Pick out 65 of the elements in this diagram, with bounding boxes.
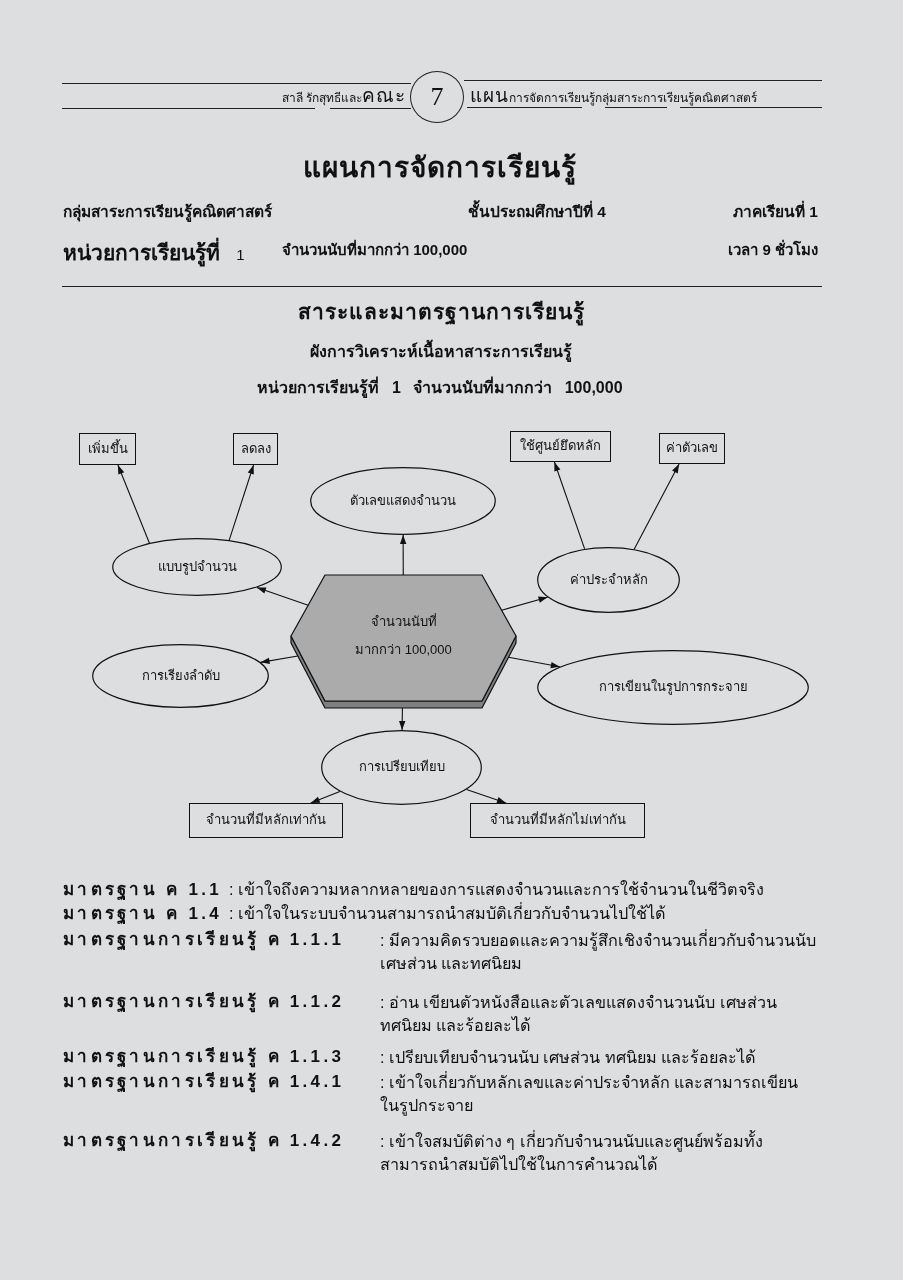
arrow bbox=[399, 534, 407, 576]
topic-box bbox=[510, 431, 611, 462]
topic-box bbox=[659, 433, 725, 464]
arrow bbox=[260, 655, 299, 664]
arrow bbox=[256, 587, 309, 606]
arrow bbox=[466, 789, 507, 804]
running-head: แผนการจัดการเรียนรู้กลุ่มสาระการเรียนรู้คณิตศาสตร์ bbox=[470, 88, 757, 104]
node-text: เพิ่มขึ้น bbox=[87, 440, 128, 458]
arrow bbox=[553, 461, 586, 550]
arrow bbox=[399, 707, 406, 731]
chart-subheading: หน่วยการเรียนรู้ที่ 1 จำนวนนับที่มากกว่า 100,000 bbox=[257, 377, 623, 399]
standard-code: มาตรฐานการเรียนรู้ ค 1.4.1 bbox=[63, 1070, 345, 1094]
topic-ellipse bbox=[321, 730, 482, 805]
standard-description: : เข้าใจถึงความหลากหลายของการแสดงจำนวนและการใช้จำนวนในชีวิตจริง bbox=[229, 879, 764, 901]
node-text: ตัวเลขแสดงจำนวน bbox=[350, 492, 456, 510]
topic-ellipse bbox=[537, 547, 680, 613]
unit-heading: หน่วยการเรียนรู้ที่ 1 bbox=[63, 239, 245, 267]
grade-text: ชั้นประถมศึกษาปีที่ 4 bbox=[468, 201, 606, 222]
standard-description: : เข้าใจในระบบจำนวนสามารถนำสมบัติเกี่ยวกับจำนวนไปใช้ได้ bbox=[229, 903, 666, 925]
standard-description: : เปรียบเทียบจำนวนนับ เศษส่วน ทศนิยม และร้อยละได้ bbox=[380, 1046, 758, 1068]
topic-box bbox=[79, 433, 136, 465]
time-text: เวลา 9 ชั่วโมง bbox=[728, 240, 818, 260]
topic-box bbox=[470, 803, 645, 838]
arrow bbox=[501, 596, 549, 611]
standard-code: มาตรฐานการเรียนรู้ ค 1.1.1 bbox=[63, 928, 345, 952]
section-heading: สาระและมาตรฐานการเรียนรู้ bbox=[297, 299, 585, 326]
standard-code: มาตรฐาน ค 1.1 bbox=[63, 878, 222, 902]
semester-text: ภาคเรียนที่ 1 bbox=[733, 201, 818, 222]
node-text: การเขียนในรูปการกระจาย bbox=[598, 679, 748, 696]
topic-ellipse bbox=[310, 467, 496, 535]
node-text: จำนวนนับที่ มากกว่า 100,000 bbox=[354, 612, 453, 659]
topic-box bbox=[233, 433, 278, 465]
node-text: การเรียงลำดับ bbox=[141, 667, 220, 685]
central-hexagon bbox=[291, 575, 516, 708]
node-text: ใช้ศูนย์ยึดหลัก bbox=[520, 438, 601, 455]
node-text: จำนวนที่มีหลักไม่เท่ากัน bbox=[489, 812, 626, 829]
standard-description: : เข้าใจเกี่ยวกับหลักเลขและค่าประจำหลัก และสามารถเขียนในรูปกระจาย bbox=[380, 1070, 800, 1117]
node-text: ค่าประจำหลัก bbox=[569, 571, 648, 589]
chart-heading: ผังการวิเคราะห์เนื้อหาสาระการเรียนรู้ bbox=[310, 341, 572, 363]
node-text: การเปรียบเทียบ bbox=[358, 759, 445, 776]
standard-description: : เข้าใจสมบัติต่าง ๆ เกี่ยวกับจำนวนนับและศูนย์พร้อมทั้งสามารถนำสมบัติไปใช้ในการคำนวณได้ bbox=[380, 1129, 764, 1175]
arrow bbox=[117, 464, 150, 544]
page-title: แผนการจัดการเรียนรู้ bbox=[303, 150, 577, 187]
arrow bbox=[228, 464, 255, 541]
node-text: แบบรูปจำนวน bbox=[157, 558, 237, 576]
node-text: จำนวนที่มีหลักเท่ากัน bbox=[206, 812, 326, 829]
running-head: สาลี รักสุทธีและคณะ bbox=[281, 88, 406, 104]
arrow bbox=[633, 463, 680, 550]
standard-description: : มีความคิดรวบยอดและความรู้สึกเชิงจำนวนเกี่ยวกับจำนวนนับ เศษส่วน และทศนิยม bbox=[380, 928, 817, 974]
unit-name: จำนวนนับที่มากกว่า 100,000 bbox=[282, 240, 468, 260]
standard-code: มาตรฐานการเรียนรู้ ค 1.1.3 bbox=[63, 1045, 345, 1069]
page-number: 7 bbox=[410, 71, 464, 123]
topic-ellipse bbox=[537, 650, 809, 725]
node-text: ลดลง bbox=[240, 440, 271, 458]
node-text: ค่าตัวเลข bbox=[666, 440, 718, 457]
standard-code: มาตรฐานการเรียนรู้ ค 1.4.2 bbox=[63, 1129, 345, 1153]
subject-text: กลุ่มสาระการเรียนรู้คณิตศาสตร์ bbox=[63, 201, 272, 223]
topic-ellipse bbox=[92, 644, 269, 708]
arrow bbox=[507, 656, 561, 669]
standard-code: มาตรฐาน ค 1.4 bbox=[63, 902, 222, 926]
topic-box bbox=[189, 803, 343, 838]
topic-ellipse bbox=[112, 538, 282, 596]
arrow bbox=[310, 791, 341, 804]
standard-description: : อ่าน เขียนตัวหนังสือและตัวเลขแสดงจำนวนนับ เศษส่วน ทศนิยม และร้อยละได้ bbox=[380, 991, 778, 1036]
standard-code: มาตรฐานการเรียนรู้ ค 1.1.2 bbox=[63, 990, 345, 1014]
